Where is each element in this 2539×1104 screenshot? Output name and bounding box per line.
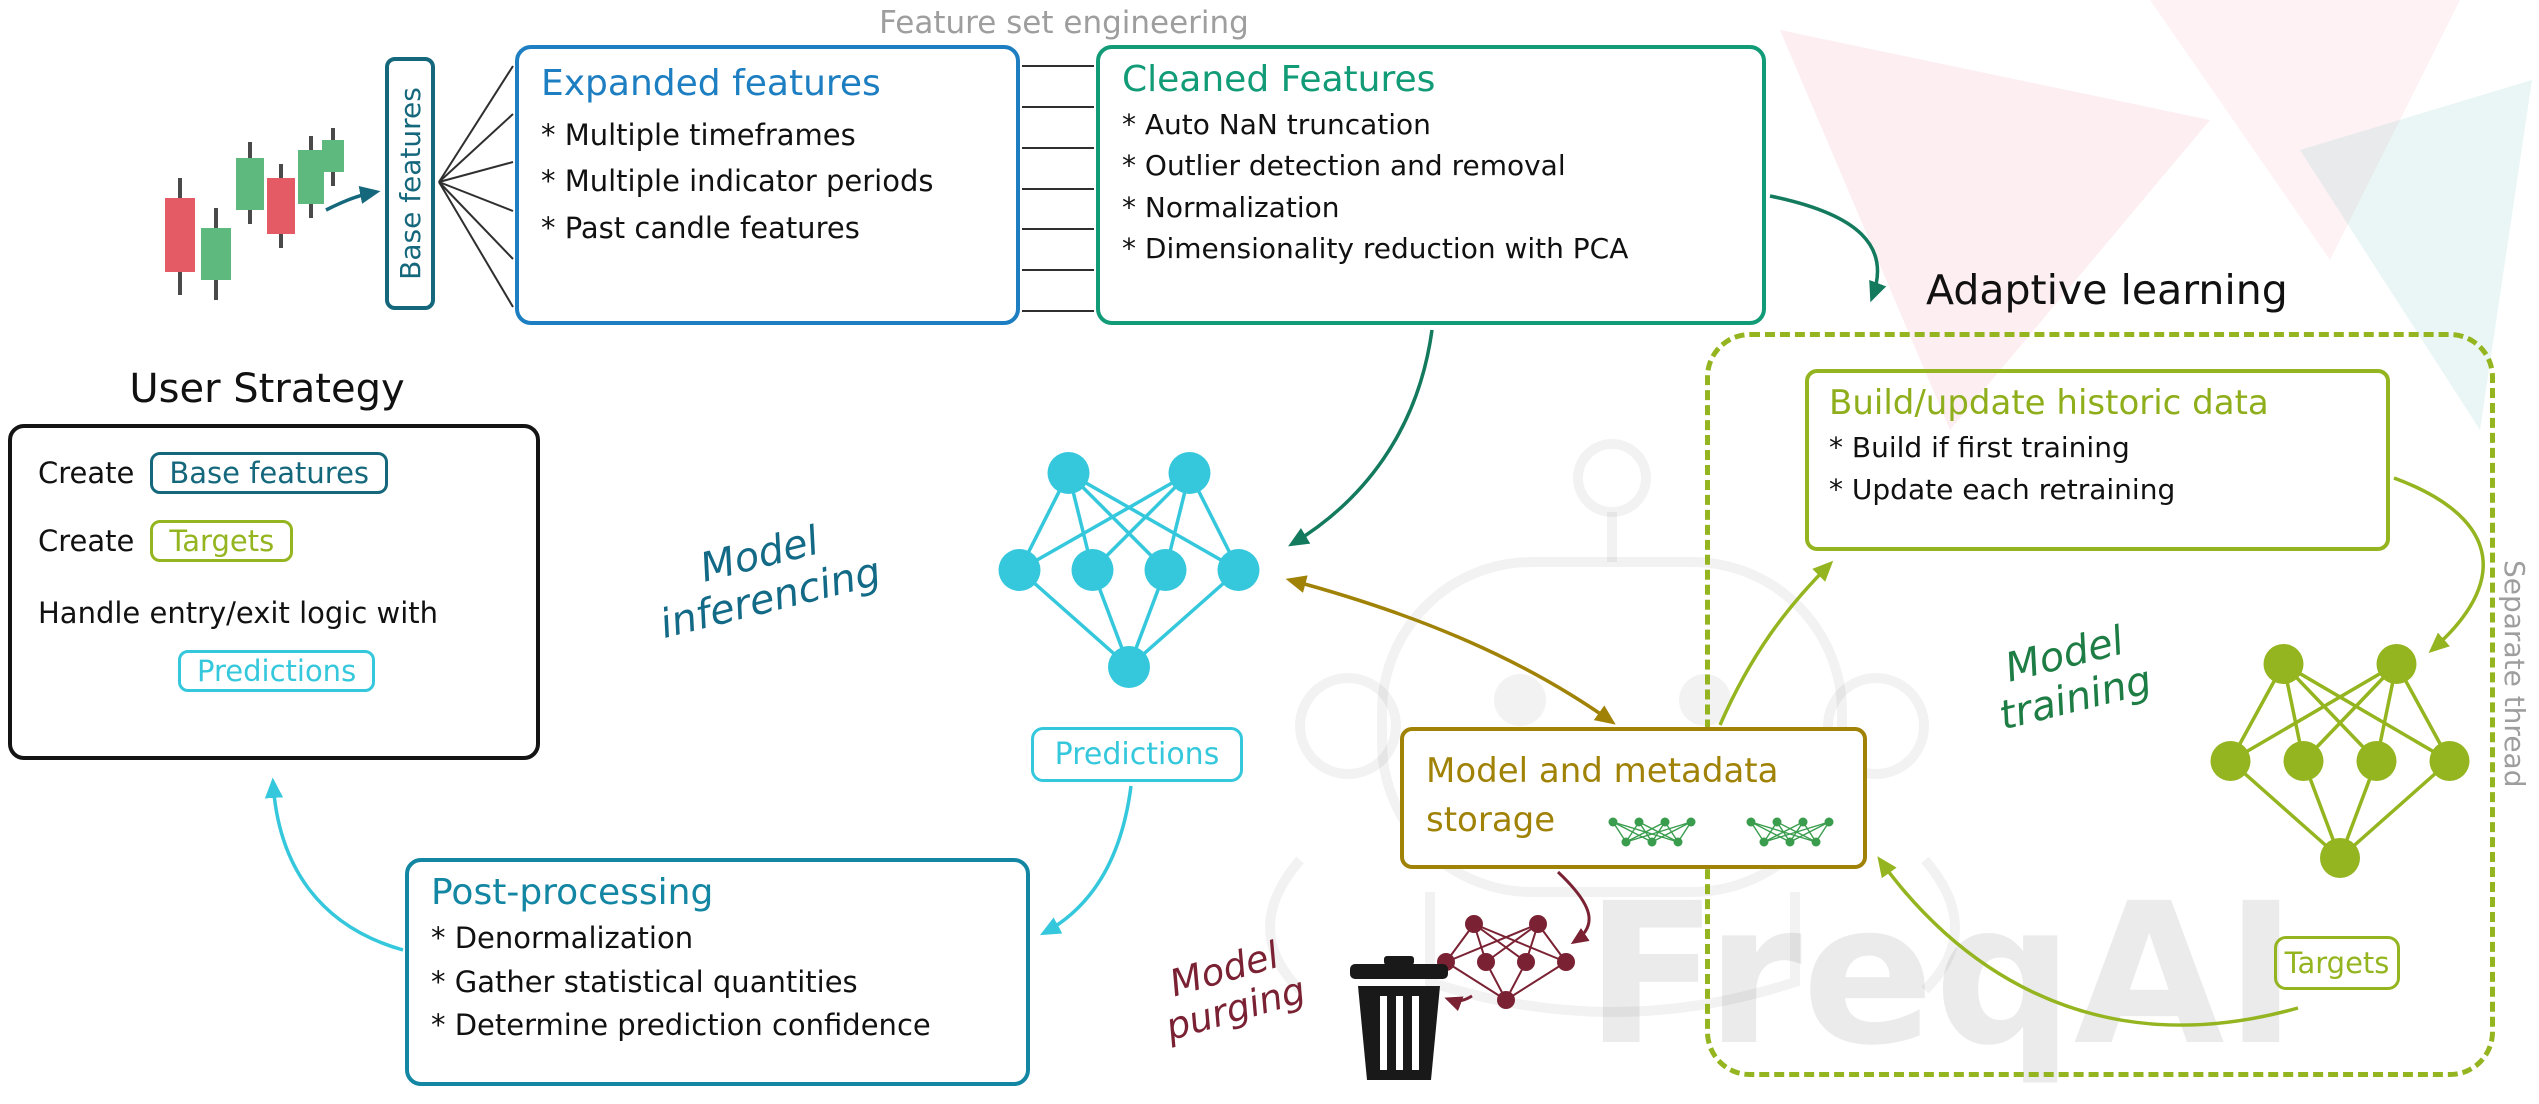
expanded-features-box: Expanded features * Multiple timeframes … [515, 45, 1020, 325]
post-processing-box: Post-processing * Denormalization * Gath… [405, 858, 1030, 1086]
arrow-storage-to-purge-nn [1556, 870, 1591, 945]
expanded-features-title: Expanded features [541, 63, 881, 104]
list-item: * Determine prediction confidence [431, 1008, 931, 1042]
list-item: * Multiple indicator periods [541, 164, 934, 199]
list-item: * Outlier detection and removal [1122, 149, 1566, 183]
storage-title-line1: Model and metadata [1426, 751, 1779, 791]
purged-model-neural-network-icon [1437, 915, 1575, 1009]
separate-thread-label: Separate thread [2498, 560, 2531, 788]
list-item: * Gather statistical quantities [431, 964, 858, 999]
user-strategy-heading: User Strategy [129, 366, 405, 412]
arrow-nn-storage-bidirectional [1285, 575, 1616, 725]
adaptive-learning-region [1705, 332, 2495, 1077]
handle-logic-label: Handle entry/exit logic with [38, 596, 439, 630]
list-item: * Build if first training [1829, 431, 2130, 464]
feature-connector-lines [1022, 65, 1094, 312]
user-strategy-box: Create Base features Create Targets Hand… [8, 424, 540, 760]
model-storage-box: Model and metadata storage [1400, 727, 1867, 869]
list-item: * Update each retraining [1829, 473, 2176, 506]
list-item: * Auto NaN truncation [1122, 108, 1431, 141]
prediction-neural-network-icon [998, 452, 1260, 688]
list-item: * Normalization [1122, 190, 1340, 224]
build-update-box: Build/update historic data * Build if fi… [1805, 369, 2390, 551]
cleaned-features-box: Cleaned Features * Auto NaN truncation *… [1096, 45, 1766, 325]
base-features-box: Base features [385, 57, 435, 310]
list-item: * Denormalization [431, 921, 694, 955]
model-purging-label: Model purging [1161, 933, 1311, 1050]
arrow-cleaned-to-nn [1288, 329, 1434, 547]
create-label: Create [38, 524, 135, 558]
predictions-box: Predictions [1031, 727, 1243, 782]
predictions-chip: Predictions [178, 650, 376, 692]
arrow-candles-to-base [325, 185, 381, 212]
base-features-label: Base features [393, 87, 427, 280]
model-inferencing-label: Model inferencing [655, 517, 886, 648]
arrow-cleaned-to-adaptive [1769, 194, 1887, 303]
candlestick-chart-icon [165, 128, 344, 300]
list-item: * Multiple timeframes [541, 118, 856, 152]
storage-title-line2: storage [1426, 800, 1556, 841]
cleaned-features-title: Cleaned Features [1122, 59, 1436, 100]
targets-chip: Targets [150, 520, 294, 562]
arrow-purge-nn-to-trash [1444, 994, 1473, 1012]
adaptive-learning-heading: Adaptive learning [1926, 266, 2288, 314]
fan-lines [438, 65, 514, 308]
arrow-predictions-to-post [1039, 785, 1133, 936]
build-update-title: Build/update historic data [1829, 383, 2269, 423]
post-processing-title: Post-processing [431, 872, 714, 913]
list-item: * Dimensionality reduction with PCA [1122, 232, 1629, 266]
create-label: Create [38, 456, 135, 490]
feature-set-engineering-label: Feature set engineering [879, 5, 1249, 41]
arrow-post-to-strategy [264, 777, 404, 952]
targets-box: Targets [2274, 936, 2400, 990]
list-item: * Past candle features [541, 210, 860, 245]
base-features-chip: Base features [150, 452, 389, 494]
